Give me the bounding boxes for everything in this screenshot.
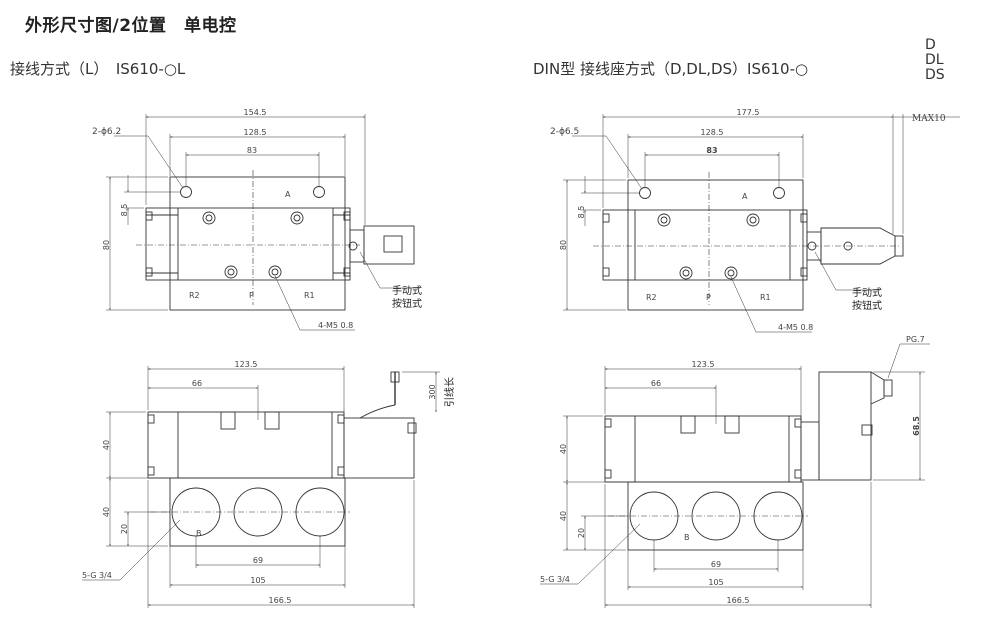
right-bottom-view xyxy=(540,343,930,608)
right-screw-label: 4-M5 0.8 xyxy=(778,323,813,332)
right-bottom-body xyxy=(604,415,802,483)
left-dim-300: 300 xyxy=(428,384,437,399)
left-mount-hole xyxy=(180,186,192,198)
right-thread-label: 5-G 3/4 xyxy=(540,575,570,584)
right-bottom-din xyxy=(818,371,872,481)
left-bottom-solenoid xyxy=(343,417,415,479)
right-dim-height: 80 xyxy=(559,240,568,250)
right-top-plate xyxy=(627,179,804,311)
right-dim-166: 166.5 xyxy=(727,596,750,605)
left-hole-label: 2-ϕ6.2 xyxy=(92,127,121,137)
left-view-subtitle: 接线方式（L） IS610-○L xyxy=(10,60,186,78)
right-dim-max: MAX10 xyxy=(912,114,946,124)
right-dim-105: 105 xyxy=(708,578,723,587)
right-dim-mid: 128.5 xyxy=(701,128,724,137)
left-port-r2: R2 xyxy=(189,291,200,300)
left-port-b: B xyxy=(196,529,202,538)
right-dim-40-lower: 40 xyxy=(559,511,568,521)
left-dim-66: 66 xyxy=(192,379,202,388)
left-dim-inner: 83 xyxy=(247,146,257,155)
variant-d: D xyxy=(925,37,936,53)
left-dim-mid: 128.5 xyxy=(244,128,267,137)
left-top-view xyxy=(106,114,420,331)
left-dim-166: 166.5 xyxy=(269,596,292,605)
variant-dl: DL xyxy=(925,52,944,68)
left-lead-label: 引线长 xyxy=(443,377,456,407)
right-port-a: A xyxy=(742,192,748,201)
right-top-body xyxy=(602,209,808,281)
left-dim-top: 123.5 xyxy=(235,360,258,369)
left-port-a: A xyxy=(285,190,291,199)
variant-ds: DS xyxy=(925,67,945,83)
right-port-r1: R1 xyxy=(760,293,771,302)
left-dim-69: 69 xyxy=(253,556,263,565)
left-dim-side: 8.5 xyxy=(120,204,129,217)
left-screw-label: 4-M5 0.8 xyxy=(318,321,353,330)
right-dim-69: 69 xyxy=(711,560,721,569)
right-view-subtitle: DIN型 接线座方式（D,DL,DS）IS610-○ xyxy=(533,60,809,78)
left-dim-overall: 154.5 xyxy=(244,108,267,117)
right-dim-overall: 177.5 xyxy=(737,108,760,117)
right-dim-40-upper: 40 xyxy=(559,444,568,454)
right-dim-side: 8.5 xyxy=(577,206,586,219)
right-dim-685: 68.5 xyxy=(912,416,921,436)
right-dim-top: 123.5 xyxy=(692,360,715,369)
left-solenoid xyxy=(363,225,415,265)
left-bottom-body xyxy=(147,411,345,479)
left-top-plate xyxy=(169,176,346,311)
left-dim-height: 80 xyxy=(102,240,111,250)
left-dim-40-lower: 40 xyxy=(102,507,111,517)
right-dim-pg: PG.7 xyxy=(906,335,925,344)
left-port-p: P xyxy=(249,291,254,300)
right-port-p: P xyxy=(706,293,711,302)
left-thread-label: 5-G 3/4 xyxy=(82,571,112,580)
left-manual-label-1: 手动式 xyxy=(392,284,422,297)
left-top-body xyxy=(145,207,351,281)
right-dim-66: 66 xyxy=(651,379,661,388)
right-dim-20: 20 xyxy=(577,528,586,538)
left-port-r1: R1 xyxy=(304,291,315,300)
left-dim-20: 20 xyxy=(120,524,129,534)
right-port-r2: R2 xyxy=(646,293,657,302)
right-dim-inner: 83 xyxy=(706,146,717,155)
right-manual-label-2: 按钮式 xyxy=(852,299,882,312)
right-port-b: B xyxy=(684,533,690,542)
left-mount-hole xyxy=(313,186,325,198)
right-hole-label: 2-ϕ6.5 xyxy=(550,127,579,137)
right-manual-label-1: 手动式 xyxy=(852,286,882,299)
left-dim-40-upper: 40 xyxy=(102,440,111,450)
left-bottom-view xyxy=(82,366,440,608)
page-title: 外形尺寸图/2位置 单电控 xyxy=(25,16,237,36)
variant-list: D DL DS xyxy=(925,38,945,83)
right-top-view xyxy=(563,114,960,333)
left-manual-label-2: 按钮式 xyxy=(392,297,422,310)
left-dim-105: 105 xyxy=(250,576,265,585)
left-port-hole xyxy=(202,211,216,225)
